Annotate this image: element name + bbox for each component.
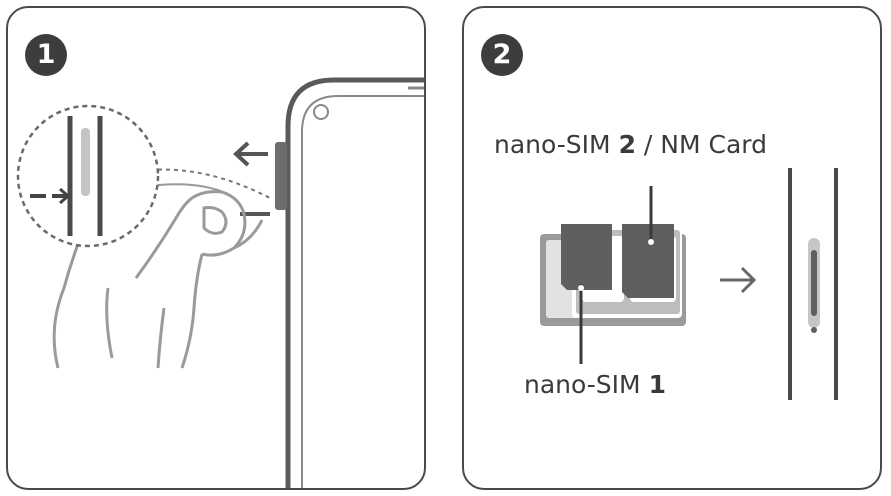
hand-illustration (52, 190, 264, 369)
phone-screen-edge (301, 95, 424, 488)
step-2-panel: 2 nano-SIM 2 / NM Card nano-SIM 1 (462, 6, 882, 490)
eject-hole (811, 327, 817, 333)
sim1-label: nano-SIM 1 (524, 370, 666, 399)
sim-tray-illustration (540, 168, 838, 400)
nano-sim-1-card (561, 224, 612, 290)
zoom-connector-top (149, 168, 271, 199)
eject-tray-illustration (16, 77, 424, 488)
sim-tray-slot (275, 142, 287, 210)
step-1-badge: 1 (25, 34, 67, 76)
sim2-label: nano-SIM 2 / NM Card (494, 130, 767, 159)
insert-arrow-icon (720, 266, 757, 294)
insert-arrow-icon (30, 187, 71, 205)
zoom-slot (81, 128, 90, 196)
front-camera (313, 104, 329, 120)
step-2-badge: 2 (481, 34, 523, 76)
phone-outline (285, 77, 424, 488)
eject-arrow-icon (233, 141, 268, 167)
nano-sim-2-card (622, 224, 674, 298)
step-1-panel: 1 (6, 6, 426, 490)
sim-slot-inner (811, 250, 817, 316)
